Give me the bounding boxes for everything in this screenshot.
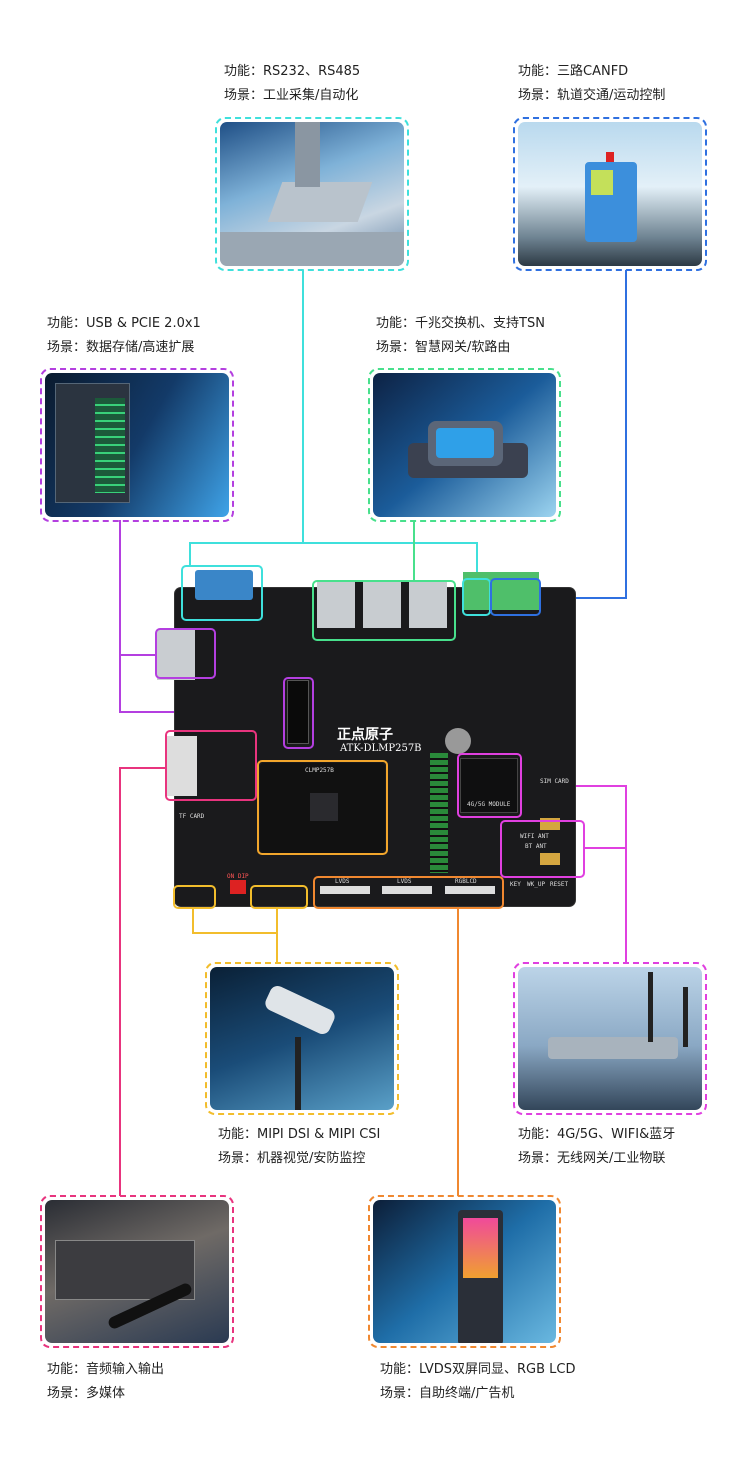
function-text: 功能：音频输入输出 xyxy=(47,1362,165,1377)
function-text: 功能：LVDS双屏同显、RGB LCD xyxy=(380,1362,576,1377)
core-module: CLMP257B xyxy=(260,763,385,853)
feature-can-label: 功能：三路CANFD 场景：轨道交通/运动控制 xyxy=(518,60,665,108)
feature-ethernet-label: 功能：千兆交换机、支持TSN 场景：智慧网关/软路由 xyxy=(376,312,545,360)
data-storage-image xyxy=(40,368,234,522)
reset-label: RESET xyxy=(550,881,569,888)
bt-ant-label: BT ANT xyxy=(525,843,547,850)
highlight-ethernet xyxy=(312,580,456,641)
feature-mipi-label: 功能：MIPI DSI & MIPI CSI 场景：机器视觉/安防监控 xyxy=(218,1123,380,1171)
audio-jacks xyxy=(167,736,197,796)
dip-switch xyxy=(230,880,246,894)
key-label: KEY xyxy=(510,881,521,888)
modem-slot: 4G/5G MODULE xyxy=(460,758,518,813)
feature-audio-label: 功能：音频输入输出场景：多媒体 xyxy=(47,1358,164,1406)
bt-antenna-connector xyxy=(540,853,560,865)
security-camera-image xyxy=(205,962,399,1115)
network-switch-image xyxy=(368,368,561,522)
lvds1-label: LVDS xyxy=(335,878,350,885)
highlight-core-module xyxy=(257,760,388,855)
line-serial xyxy=(189,270,304,566)
scene-text: 场景：智慧网关/软路由 xyxy=(376,340,511,355)
line-audio xyxy=(119,767,166,1196)
lvds-connector-2 xyxy=(382,886,432,894)
modem-label: 4G/5G MODULE xyxy=(467,801,511,808)
wkup-label: WK_UP xyxy=(527,881,546,888)
highlight-audio xyxy=(165,730,257,801)
kiosk-terminal-image xyxy=(368,1195,561,1348)
scene-text: 场景：多媒体 xyxy=(47,1386,126,1401)
highlight-rs485 xyxy=(462,578,491,616)
function-text: 功能：千兆交换机、支持TSN xyxy=(376,316,545,331)
rj45-ports xyxy=(317,582,447,628)
line-serial-485 xyxy=(303,542,478,578)
brand-logo: 正点原子 xyxy=(337,727,393,743)
wifi-ant-label: WIFI ANT xyxy=(520,833,549,840)
highlight-serial xyxy=(181,565,263,621)
scene-text: 场景：数据存储/高速扩展 xyxy=(47,340,195,355)
rgb-label: RGBLCD xyxy=(455,878,477,885)
pcie-slot xyxy=(287,680,309,744)
core-module-label: CLMP257B xyxy=(305,767,334,774)
feature-serial-label: 功能：RS232、RS485 场景：工业采集/自动化 xyxy=(224,60,360,108)
highlight-lvds xyxy=(313,876,504,909)
highlight-pcie xyxy=(283,677,314,749)
feature-lvds-label: 功能：LVDS双屏同显、RGB LCD 场景：自助终端/广告机 xyxy=(380,1358,575,1406)
usb-ports xyxy=(157,630,195,680)
highlight-mipi-dsi xyxy=(250,885,308,909)
feature-usb-label: 功能：USB & PCIE 2.0x1 场景：数据存储/高速扩展 xyxy=(47,312,201,360)
line-mipi xyxy=(192,908,278,934)
scene-text: 场景：机器视觉/安防监控 xyxy=(218,1151,366,1166)
db9-connector xyxy=(195,570,253,600)
highlight-can xyxy=(490,578,541,616)
scene-text: 场景：轨道交通/运动控制 xyxy=(518,88,666,103)
audio-equipment-image xyxy=(40,1195,234,1348)
rgb-lcd-connector xyxy=(445,886,495,894)
wireless-gateway-image xyxy=(513,962,707,1115)
coin-battery xyxy=(445,728,471,754)
tf-label: TF CARD xyxy=(179,813,205,820)
lvds-connector-1 xyxy=(320,886,370,894)
function-text: 功能：4G/5G、WIFI&蓝牙 xyxy=(518,1127,676,1142)
rail-transit-image xyxy=(513,117,707,271)
function-text: 功能：RS232、RS485 xyxy=(224,64,361,79)
function-text: 功能：MIPI DSI & MIPI CSI xyxy=(218,1127,381,1142)
feature-wireless-label: 功能：4G/5G、WIFI&蓝牙场景：无线网关/工业物联 xyxy=(518,1123,675,1171)
board-model: ATK-DLMP257B xyxy=(340,743,422,754)
lvds2-label: LVDS xyxy=(397,878,412,885)
highlight-mipi-csi xyxy=(173,885,216,909)
scene-text: 场景：无线网关/工业物联 xyxy=(518,1151,666,1166)
highlight-wifi-bt xyxy=(500,820,585,878)
dip-label: ON DIP xyxy=(227,873,249,880)
highlight-modem xyxy=(457,753,522,818)
sim-label: SIM CARD xyxy=(540,778,569,785)
industrial-automation-image xyxy=(215,117,409,271)
highlight-usb xyxy=(155,628,216,679)
scene-text: 场景：自助终端/广告机 xyxy=(380,1386,515,1401)
function-text: 功能：三路CANFD xyxy=(518,64,629,79)
function-text: 功能：USB & PCIE 2.0x1 xyxy=(47,316,201,331)
gpio-header xyxy=(430,753,448,873)
scene-text: 场景：工业采集/自动化 xyxy=(224,88,359,103)
